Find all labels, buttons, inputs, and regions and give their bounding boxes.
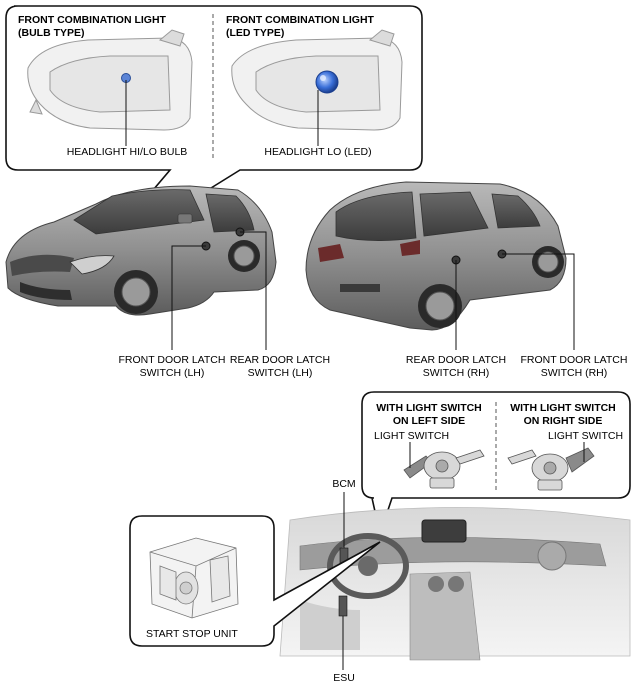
bcm-label: BCM bbox=[332, 478, 356, 490]
led-type-title: FRONT COMBINATION LIGHT (LED TYPE) bbox=[226, 14, 374, 40]
start-stop-unit-illustration bbox=[149, 537, 239, 619]
front-latch-rh-leader bbox=[502, 253, 575, 350]
front-latch-lh-leader bbox=[171, 245, 206, 350]
rear-door-latch-switch-lh-label: REAR DOOR LATCH SWITCH (LH) bbox=[229, 354, 331, 379]
right-side-switch-title: WITH LIGHT SWITCH ON RIGHT SIDE bbox=[510, 402, 616, 427]
bulb-type-title-line1: FRONT COMBINATION LIGHT bbox=[18, 14, 166, 26]
rear-latch-lh-leader bbox=[240, 231, 267, 350]
esu-label: ESU bbox=[333, 672, 355, 684]
front-car-illustration bbox=[5, 185, 277, 316]
light-switch-right-label: LIGHT SWITCH bbox=[548, 430, 624, 442]
rear-door-latch-switch-rh-label: REAR DOOR LATCH SWITCH (RH) bbox=[405, 354, 507, 379]
light-switch-left-label: LIGHT SWITCH bbox=[374, 430, 450, 442]
left-stalk-illustration bbox=[403, 449, 485, 489]
dashboard-illustration bbox=[279, 507, 631, 661]
bulb-type-title: FRONT COMBINATION LIGHT (BULB TYPE) bbox=[18, 14, 166, 40]
esu-unit bbox=[338, 595, 348, 617]
headlight-lo-led-label: HEADLIGHT LO (LED) bbox=[264, 146, 372, 158]
front-door-latch-switch-lh-label: FRONT DOOR LATCH SWITCH (LH) bbox=[118, 354, 226, 379]
left-side-switch-title: WITH LIGHT SWITCH ON LEFT SIDE bbox=[376, 402, 482, 427]
right-stalk-illustration bbox=[507, 447, 595, 491]
led-type-title-line2: (LED TYPE) bbox=[226, 27, 285, 39]
headlight-hilo-bulb-label: HEADLIGHT HI/LO BULB bbox=[66, 146, 188, 158]
front-door-latch-switch-rh-label: FRONT DOOR LATCH SWITCH (RH) bbox=[520, 354, 628, 379]
rear-car-illustration bbox=[305, 181, 567, 331]
bulb-type-title-line2: (BULB TYPE) bbox=[18, 27, 85, 39]
bulb-headlamp-illustration bbox=[27, 29, 193, 131]
start-stop-unit-label: START STOP UNIT bbox=[146, 628, 238, 640]
led-type-title-line1: FRONT COMBINATION LIGHT bbox=[226, 14, 374, 26]
led-module-icon bbox=[315, 70, 339, 94]
